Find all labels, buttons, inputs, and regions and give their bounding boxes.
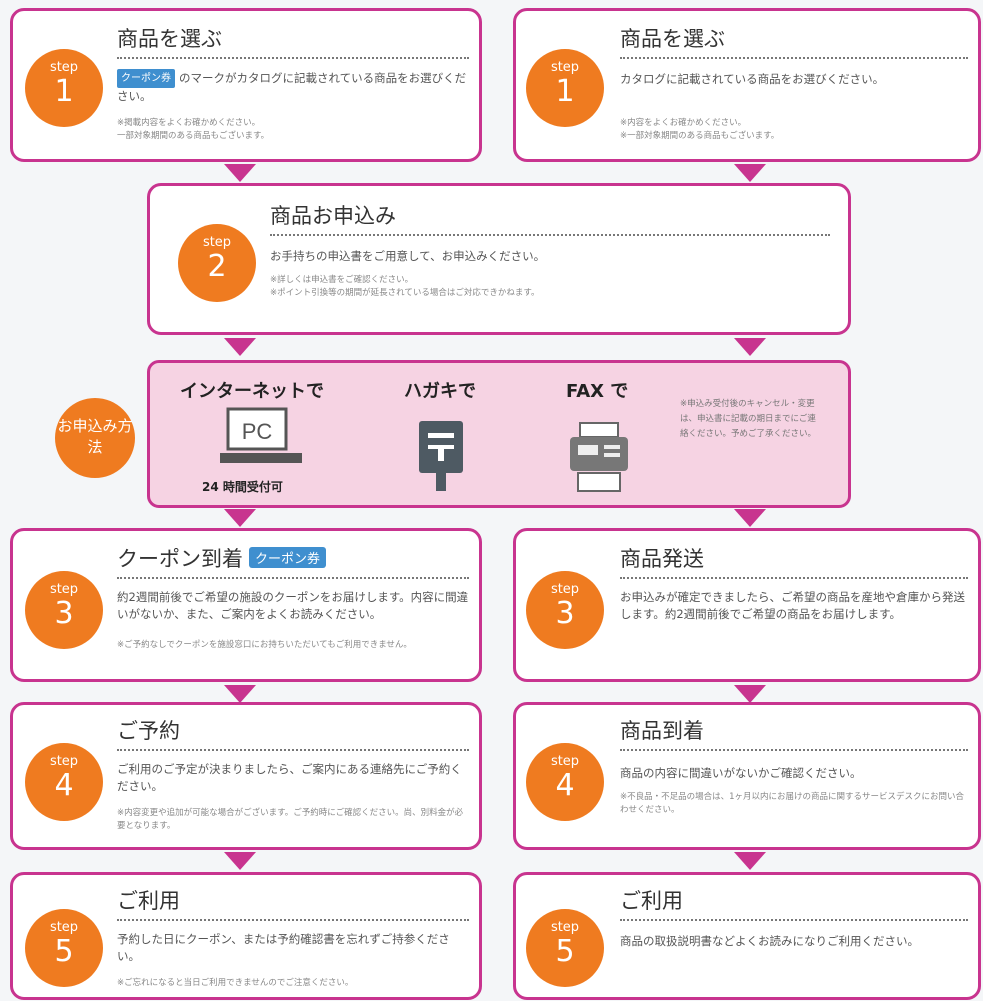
- step-title: ご予約: [117, 719, 180, 743]
- left-step3-box: step 3 クーポン到着クーポン券 約2週間前後でご希望の施設のクーポンをお届…: [10, 528, 482, 682]
- step-label: step: [550, 754, 580, 769]
- postbox-icon: [416, 419, 466, 497]
- step-title: 商品を選ぶ: [620, 27, 725, 51]
- step-badge: step 3: [526, 571, 604, 649]
- step-text: お手持ちの申込書をご用意して、お申込みください。: [270, 249, 546, 263]
- step-title: 商品を選ぶ: [117, 27, 222, 51]
- step-text: カタログに記載されている商品をお選びください。: [620, 72, 885, 86]
- method-note: ※申込み受付後のキャンセル・変更は、申込書に記載の期日までにご連絡ください。予め…: [680, 399, 817, 439]
- postcard-label: ハガキで: [404, 381, 476, 402]
- divider: [620, 577, 968, 579]
- internet-sub: 24 時間受付可: [202, 480, 283, 494]
- step-title: ご利用: [620, 889, 683, 913]
- step-note: ※不良品・不足品の場合は、1ヶ月以内にお届けの商品に関するサービスデスクにお問い…: [620, 792, 965, 815]
- arrow-down: [734, 509, 766, 527]
- left-step4-box: step 4 ご予約 ご利用のご予定が決まりましたら、ご案内にある連絡先にご予約…: [10, 702, 482, 850]
- fax-label: FAX で: [566, 381, 629, 402]
- step-number: 5: [54, 934, 74, 969]
- step-text: 商品の取扱説明書などよくお読みになりご利用ください。: [620, 934, 919, 948]
- right-step4-box: step 4 商品到着 商品の内容に間違いがないかご確認ください。 ※不良品・不…: [513, 702, 981, 850]
- divider: [117, 919, 469, 921]
- arrow-down: [224, 164, 256, 182]
- step-text: ご利用のご予定が決まりましたら、ご案内にある連絡先にご予約ください。: [117, 762, 462, 793]
- step-label: step: [49, 582, 79, 597]
- step-badge: step 1: [526, 49, 604, 127]
- step-label: step: [49, 920, 79, 935]
- divider: [117, 57, 469, 59]
- step-number: 4: [54, 768, 74, 803]
- step-badge: step 4: [526, 743, 604, 821]
- divider: [117, 749, 469, 751]
- step-note: ※掲載内容をよくお確かめください。 一部対象期間のある商品もございます。: [117, 118, 270, 141]
- step-title: ご利用: [117, 889, 180, 913]
- step-badge: step 5: [25, 909, 103, 987]
- step-number: 4: [555, 768, 575, 803]
- step-number: 3: [54, 596, 74, 631]
- fax-icon: [566, 421, 632, 497]
- step-text-body: のマークがカタログに記載されている商品をお選びください。: [117, 71, 467, 103]
- step-text: クーポン券のマークがカタログに記載されている商品をお選びください。: [117, 69, 469, 105]
- step-number: 1: [555, 74, 575, 109]
- step-badge: step 2: [178, 224, 256, 302]
- step-note: ※ご予約なしでクーポンを施設窓口にお持ちいただいてもご利用できません。: [117, 640, 412, 650]
- step-note: ※内容変更や追加が可能な場合がございます。ご予約時にご確認ください。尚、別料金が…: [117, 808, 464, 831]
- step-title-text: クーポン到着: [117, 547, 243, 571]
- step-label: step: [49, 754, 79, 769]
- step-label: step: [202, 235, 232, 250]
- step-label: step: [550, 920, 580, 935]
- method-label-circle: お申込み方法: [55, 398, 135, 478]
- left-step1-box: step 1 商品を選ぶ クーポン券のマークがカタログに記載されている商品をお選…: [10, 8, 482, 162]
- step-note: ※詳しくは申込書をご確認ください。 ※ポイント引換等の期間が延長されている場合は…: [270, 275, 540, 298]
- arrow-down: [224, 338, 256, 356]
- divider: [620, 57, 968, 59]
- step-title: 商品お申込み: [270, 204, 396, 228]
- step-text: 商品の内容に間違いがないかご確認ください。: [620, 766, 862, 780]
- step2-box: step 2 商品お申込み お手持ちの申込書をご用意して、お申込みください。 ※…: [147, 183, 851, 335]
- application-method-box: インターネットで PC 24 時間受付可 ハガキで FAX で ※申込み受付後の…: [147, 360, 851, 508]
- arrow-down: [734, 852, 766, 870]
- pc-icon-text: PC: [242, 419, 273, 444]
- arrow-down: [734, 164, 766, 182]
- arrow-down: [224, 685, 256, 703]
- step-text: 予約した日にクーポン、または予約確認書を忘れずご持参ください。: [117, 932, 450, 963]
- step-number: 3: [555, 596, 575, 631]
- pc-icon: PC: [220, 407, 302, 475]
- step-label: step: [550, 60, 580, 75]
- step-badge: step 1: [25, 49, 103, 127]
- step-number: 2: [207, 249, 227, 284]
- step-title: 商品到着: [620, 719, 704, 743]
- step-badge: step 4: [25, 743, 103, 821]
- step-note: ※内容をよくお確かめください。 ※一部対象期間のある商品もございます。: [620, 118, 780, 141]
- step-label: step: [49, 60, 79, 75]
- step-text: 約2週間前後でご希望の施設のクーポンをお届けします。内容に間違いがないか、また、…: [117, 590, 469, 621]
- divider: [270, 234, 830, 236]
- left-step5-box: step 5 ご利用 予約した日にクーポン、または予約確認書を忘れずご持参くださ…: [10, 872, 482, 1000]
- arrow-down: [734, 338, 766, 356]
- coupon-badge: クーポン券: [249, 547, 327, 568]
- step-badge: step 3: [25, 571, 103, 649]
- step-note: ※ご忘れになると当日ご利用できませんのでご注意ください。: [117, 978, 354, 988]
- step-title: クーポン到着クーポン券: [117, 543, 327, 573]
- step-label: step: [550, 582, 580, 597]
- arrow-down: [224, 509, 256, 527]
- divider: [620, 919, 968, 921]
- divider: [620, 749, 968, 751]
- step-title: 商品発送: [620, 547, 704, 571]
- step-number: 1: [54, 74, 74, 109]
- right-step1-box: step 1 商品を選ぶ カタログに記載されている商品をお選びください。 ※内容…: [513, 8, 981, 162]
- right-step3-box: step 3 商品発送 お申込みが確定できましたら、ご希望の商品を産地や倉庫から…: [513, 528, 981, 682]
- step-number: 5: [555, 934, 575, 969]
- step-badge: step 5: [526, 909, 604, 987]
- arrow-down: [734, 685, 766, 703]
- method-label: お申込み方法: [57, 417, 133, 456]
- step-text: お申込みが確定できましたら、ご希望の商品を産地や倉庫から発送します。約2週間前後…: [620, 590, 965, 621]
- arrow-down: [224, 852, 256, 870]
- internet-label: インターネットで: [180, 381, 324, 402]
- coupon-badge: クーポン券: [117, 69, 175, 88]
- divider: [117, 577, 469, 579]
- right-step5-box: step 5 ご利用 商品の取扱説明書などよくお読みになりご利用ください。: [513, 872, 981, 1000]
